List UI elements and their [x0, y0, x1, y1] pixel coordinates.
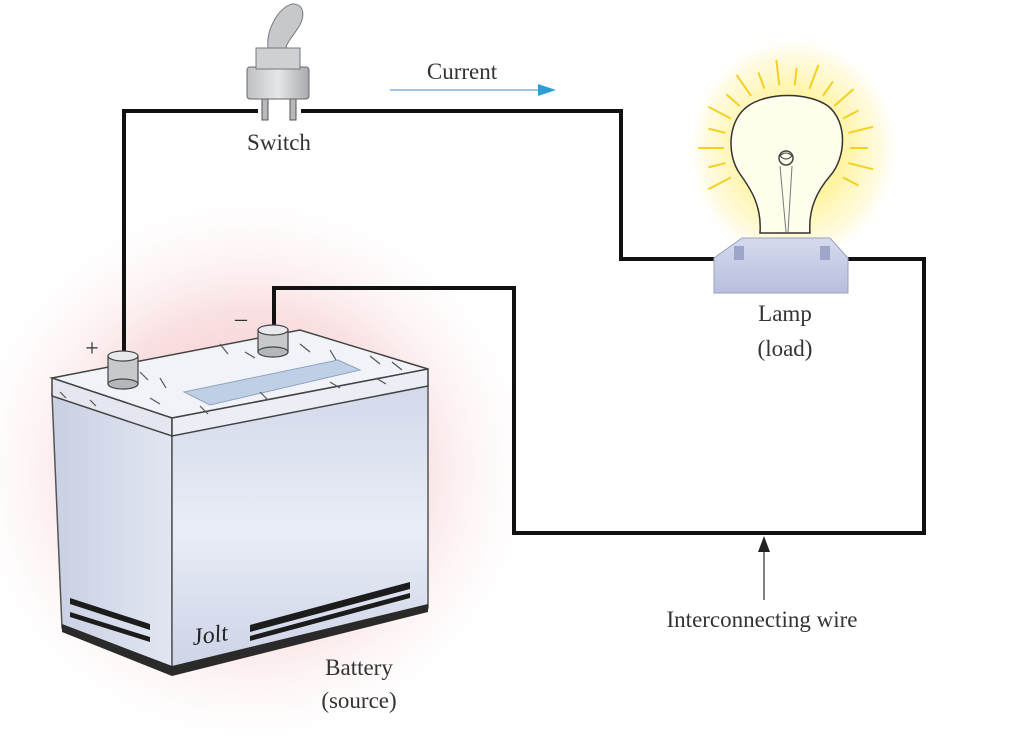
interconnecting-wire-label: Interconnecting wire: [667, 607, 858, 632]
negative-terminal: [257, 324, 289, 358]
battery-brand-logo: Jolt: [190, 620, 231, 651]
light-bulb-icon: [713, 94, 849, 294]
lamp-role-label: (load): [758, 336, 813, 361]
lamp-rays: [698, 59, 874, 190]
lamp-ray: [708, 106, 732, 120]
lamp-ray: [793, 67, 798, 86]
lamp-ray: [726, 93, 741, 107]
wire-top: [301, 109, 736, 261]
lamp-ray: [833, 88, 854, 107]
lamp-ray: [842, 176, 859, 187]
lamp-ray: [848, 162, 874, 171]
lamp-ray: [808, 64, 820, 90]
lamp-ray: [822, 81, 834, 97]
minus-sign: –: [234, 306, 248, 332]
lamp-ray: [708, 127, 726, 134]
wire-lamp-return: [272, 257, 926, 535]
lamp-label: Lamp: [758, 301, 812, 326]
plus-sign: +: [85, 336, 99, 362]
switch-label: Switch: [247, 130, 311, 155]
lamp-ray: [708, 176, 732, 190]
current-arrow: [390, 84, 556, 96]
lamp-ray: [842, 109, 859, 120]
lamp-ray: [736, 74, 752, 97]
toggle-switch-icon: [246, 3, 310, 121]
wire-pointer-arrow: [758, 536, 770, 600]
lamp-ray: [708, 162, 726, 169]
car-battery-icon: [49, 324, 429, 676]
lamp-ray: [775, 59, 781, 86]
battery-label: Battery: [325, 655, 393, 680]
positive-terminal: [107, 350, 139, 390]
current-label: Current: [427, 59, 498, 84]
wire-positive: [122, 109, 258, 356]
lamp-ray: [757, 72, 766, 90]
lamp-ray: [848, 125, 874, 134]
interconnecting-wires: [122, 109, 926, 535]
battery-role-label: (source): [321, 688, 396, 713]
